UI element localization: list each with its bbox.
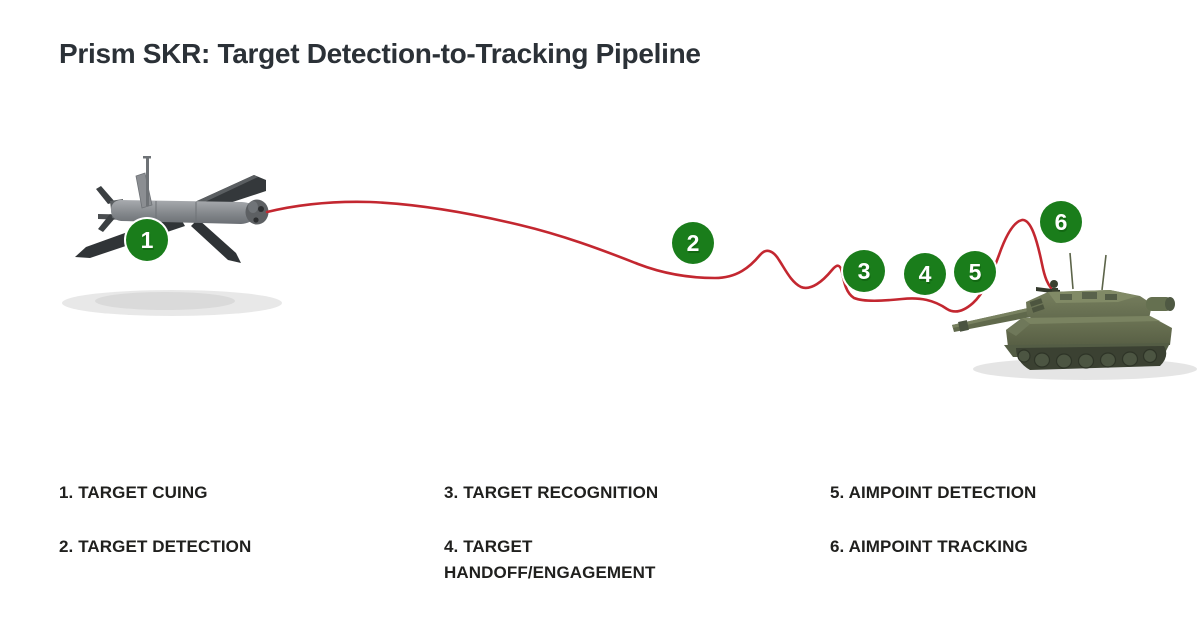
legend-column-3: 5. AIMPOINT DETECTION 6. AIMPOINT TRACKI… [830,480,1150,560]
legend-item-aimpoint-detection: 5. AIMPOINT DETECTION [830,483,1037,502]
legend-item-target-detection: 2. TARGET DETECTION [59,537,252,556]
step-marker-4: 4 [904,253,946,295]
page-title: Prism SKR: Target Detection-to-Tracking … [59,38,701,69]
flight-path [265,200,1053,313]
step-marker-6: 6 [1040,201,1082,243]
step-marker-3: 3 [843,250,885,292]
legend-item-aimpoint-tracking: 6. AIMPOINT TRACKING [830,537,1028,556]
legend-column-2: 3. TARGET RECOGNITION 4. TARGET HANDOFF/… [444,480,694,586]
legend-item-target-handoff-engagement: 4. TARGET HANDOFF/ENGAGEMENT [444,537,656,582]
step-marker-2: 2 [672,222,714,264]
drone-icon [62,156,282,316]
step-marker-1: 1 [126,219,168,261]
tank-icon [952,252,1197,380]
legend-item-target-recognition: 3. TARGET RECOGNITION [444,483,659,502]
step-marker-5: 5 [954,251,996,293]
legend-item-target-cuing: 1. TARGET CUING [59,483,208,502]
legend-column-1: 1. TARGET CUING 2. TARGET DETECTION [59,480,359,560]
